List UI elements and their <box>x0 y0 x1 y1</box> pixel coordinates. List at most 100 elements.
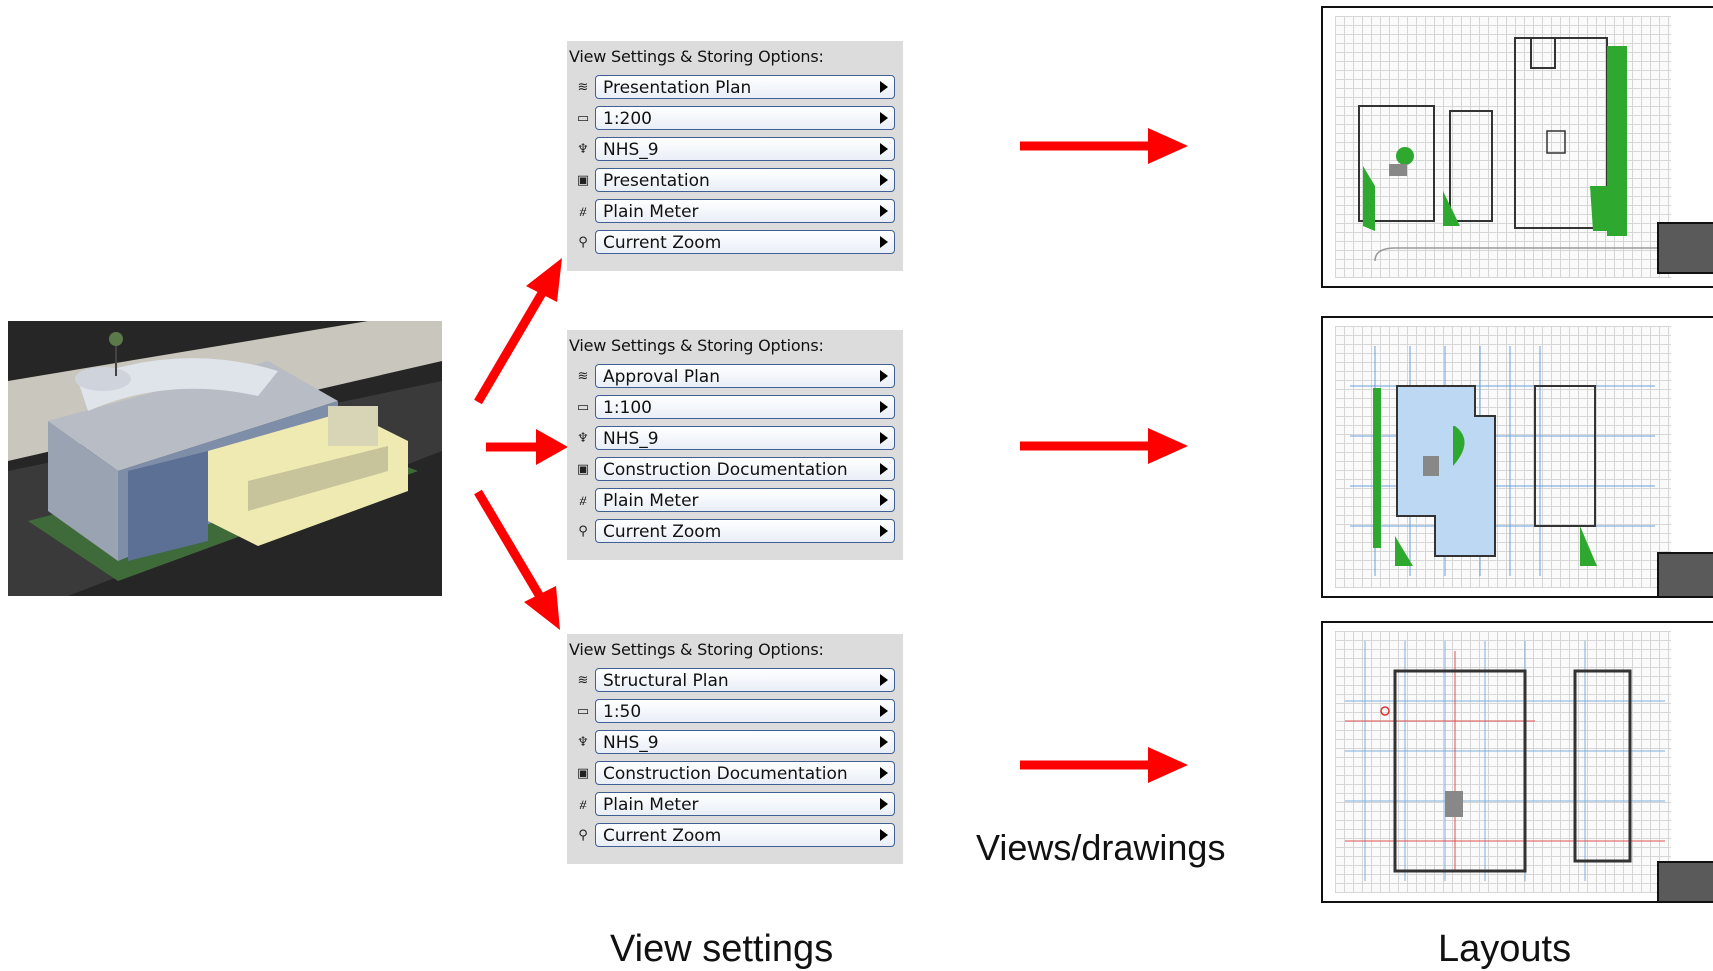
arrow-to-layout-1 <box>1020 128 1188 164</box>
submenu-arrow-icon <box>880 236 888 248</box>
layers-icon: ≋ <box>577 80 589 95</box>
layout-structural-plan <box>1321 621 1713 903</box>
approval-plan-drawing <box>1350 346 1655 576</box>
submenu-arrow-icon <box>880 767 888 779</box>
submenu-arrow-icon <box>880 112 888 124</box>
submenu-arrow-icon <box>880 205 888 217</box>
zoom-icon: ⚲ <box>578 524 588 539</box>
submenu-arrow-icon <box>880 370 888 382</box>
zoom-dropdown[interactable]: Current Zoom <box>595 823 895 847</box>
pen-set-icon: ♆ <box>577 431 589 446</box>
dimension-icon: ⧣ <box>579 493 587 508</box>
submenu-arrow-icon <box>880 174 888 186</box>
panel-title: View Settings & Storing Options: <box>569 640 824 659</box>
model-view-icon: ▣ <box>576 462 590 477</box>
scale-dropdown[interactable]: 1:50 <box>595 699 895 723</box>
drawing-sheet <box>1335 16 1671 278</box>
arrow-to-panel-1 <box>474 258 562 405</box>
branch-arrows <box>474 258 568 630</box>
scale-row[interactable]: ▭ 1:100 <box>573 395 899 421</box>
zoom-dropdown[interactable]: Current Zoom <box>595 230 895 254</box>
layer-combination-dropdown[interactable]: Presentation Plan <box>595 75 895 99</box>
building-3d-model-image <box>8 321 442 596</box>
zoom-row[interactable]: ⚲ Current Zoom <box>573 823 899 849</box>
submenu-arrow-icon <box>880 401 888 413</box>
layer-combination-row[interactable]: ≋ Presentation Plan <box>573 75 899 101</box>
layout-approval-plan <box>1321 316 1713 598</box>
dimension-row[interactable]: ⧣ Plain Meter <box>573 488 899 514</box>
layout-title-block <box>1657 552 1713 596</box>
submenu-arrow-icon <box>880 829 888 841</box>
submenu-arrow-icon <box>880 705 888 717</box>
drawing-sheet <box>1335 631 1671 893</box>
model-view-dropdown[interactable]: Presentation <box>595 168 895 192</box>
drawing-sheet <box>1335 326 1671 588</box>
layers-icon: ≋ <box>577 369 589 384</box>
zoom-dropdown[interactable]: Current Zoom <box>595 519 895 543</box>
view-settings-label: View settings <box>610 928 834 970</box>
dimension-icon: ⧣ <box>579 797 587 812</box>
arrow-to-layout-3 <box>1020 747 1188 783</box>
model-view-row[interactable]: ▣ Construction Documentation <box>573 457 899 483</box>
scale-dropdown[interactable]: 1:200 <box>595 106 895 130</box>
submenu-arrow-icon <box>880 736 888 748</box>
zoom-icon: ⚲ <box>578 235 588 250</box>
layer-combination-row[interactable]: ≋ Approval Plan <box>573 364 899 390</box>
arrow-to-panel-3 <box>474 489 560 630</box>
zoom-row[interactable]: ⚲ Current Zoom <box>573 519 899 545</box>
model-view-icon: ▣ <box>576 173 590 188</box>
scale-row[interactable]: ▭ 1:200 <box>573 106 899 132</box>
pen-set-dropdown[interactable]: NHS_9 <box>595 137 895 161</box>
presentation-plan-drawing <box>1358 37 1671 262</box>
dimension-dropdown[interactable]: Plain Meter <box>595 488 895 512</box>
dimension-icon: ⧣ <box>579 204 587 219</box>
model-view-dropdown[interactable]: Construction Documentation <box>595 457 895 481</box>
panel-title: View Settings & Storing Options: <box>569 336 824 355</box>
zoom-icon: ⚲ <box>578 828 588 843</box>
submenu-arrow-icon <box>880 525 888 537</box>
pen-set-icon: ♆ <box>577 142 589 157</box>
pen-set-row[interactable]: ♆ NHS_9 <box>573 137 899 163</box>
submenu-arrow-icon <box>880 798 888 810</box>
submenu-arrow-icon <box>880 81 888 93</box>
scale-icon: ▭ <box>576 400 590 415</box>
layer-combination-dropdown[interactable]: Structural Plan <box>595 668 895 692</box>
pen-set-icon: ♆ <box>577 735 589 750</box>
view-settings-panel-3: View Settings & Storing Options: ≋ Struc… <box>567 634 903 864</box>
model-view-icon: ▣ <box>576 766 590 781</box>
model-view-row[interactable]: ▣ Construction Documentation <box>573 761 899 787</box>
submenu-arrow-icon <box>880 463 888 475</box>
layouts-label: Layouts <box>1438 928 1572 970</box>
zoom-row[interactable]: ⚲ Current Zoom <box>573 230 899 256</box>
layers-icon: ≋ <box>577 673 589 688</box>
panel-title: View Settings & Storing Options: <box>569 47 824 66</box>
submenu-arrow-icon <box>880 674 888 686</box>
scale-icon: ▭ <box>576 704 590 719</box>
pen-set-row[interactable]: ♆ NHS_9 <box>573 426 899 452</box>
scale-row[interactable]: ▭ 1:50 <box>573 699 899 725</box>
submenu-arrow-icon <box>880 494 888 506</box>
layer-combination-row[interactable]: ≋ Structural Plan <box>573 668 899 694</box>
dimension-row[interactable]: ⧣ Plain Meter <box>573 792 899 818</box>
layout-title-block <box>1657 222 1713 274</box>
scale-dropdown[interactable]: 1:100 <box>595 395 895 419</box>
arrow-to-layout-2 <box>1020 428 1188 464</box>
dimension-dropdown[interactable]: Plain Meter <box>595 199 895 223</box>
layer-combination-dropdown[interactable]: Approval Plan <box>595 364 895 388</box>
model-view-row[interactable]: ▣ Presentation <box>573 168 899 194</box>
structural-plan-drawing <box>1345 641 1665 881</box>
model-view-dropdown[interactable]: Construction Documentation <box>595 761 895 785</box>
views-drawings-label: Views/drawings <box>976 827 1226 868</box>
submenu-arrow-icon <box>880 432 888 444</box>
scale-icon: ▭ <box>576 111 590 126</box>
pen-set-dropdown[interactable]: NHS_9 <box>595 730 895 754</box>
view-settings-panel-2: View Settings & Storing Options: ≋ Appro… <box>567 330 903 560</box>
pen-set-row[interactable]: ♆ NHS_9 <box>573 730 899 756</box>
pen-set-dropdown[interactable]: NHS_9 <box>595 426 895 450</box>
dimension-dropdown[interactable]: Plain Meter <box>595 792 895 816</box>
arrow-to-panel-2 <box>486 429 568 465</box>
view-settings-panel-1: View Settings & Storing Options: ≋ Prese… <box>567 41 903 271</box>
dimension-row[interactable]: ⧣ Plain Meter <box>573 199 899 225</box>
submenu-arrow-icon <box>880 143 888 155</box>
layout-presentation-plan <box>1321 6 1713 288</box>
